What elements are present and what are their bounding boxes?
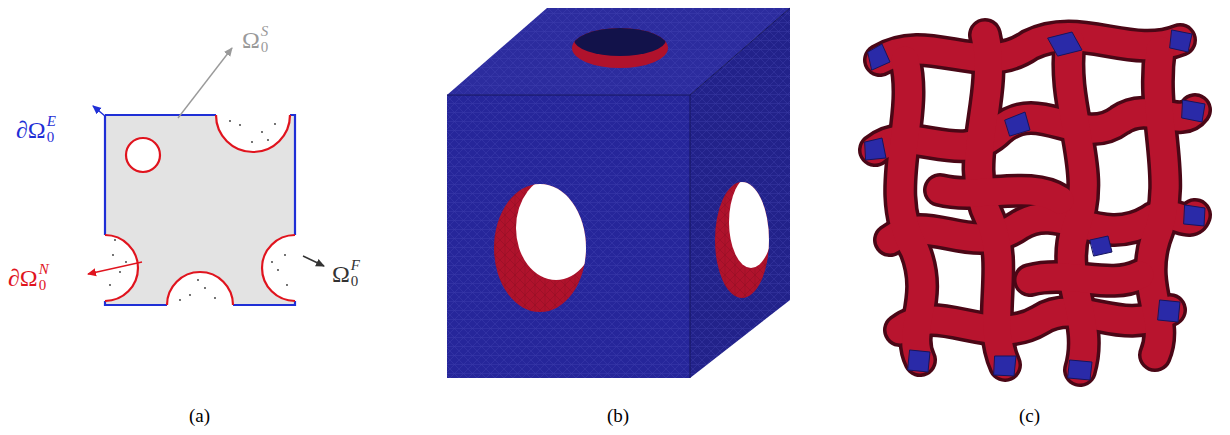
superscript: N — [39, 262, 49, 278]
panel-caption: (b) — [607, 405, 629, 427]
superscript: S — [261, 24, 269, 40]
panel-caption: (a) — [189, 405, 210, 427]
superscript: F — [351, 258, 360, 274]
symbol-base: Ω — [332, 262, 350, 286]
internal-boundary-label: ∂ΩN0 — [8, 262, 49, 294]
subscript: 0 — [47, 130, 56, 146]
index-stack: F0 — [351, 258, 360, 290]
symbol-base: ∂Ω — [8, 266, 38, 290]
cube-mesh — [447, 8, 790, 378]
symbol-base: ∂Ω — [16, 118, 46, 142]
subscript: 0 — [351, 274, 360, 290]
index-stack: S0 — [261, 24, 269, 56]
subscript: 0 — [39, 278, 49, 294]
index-stack: N0 — [39, 262, 49, 294]
external-boundary-label: ∂ΩE0 — [16, 114, 56, 146]
schematic-domain — [105, 115, 295, 305]
subscript: 0 — [261, 40, 269, 56]
fluid-domain-label: ΩF0 — [332, 258, 360, 290]
solid-domain-label: ΩS0 — [242, 24, 268, 56]
porous-structure — [865, 30, 1205, 380]
index-stack: E0 — [47, 114, 56, 146]
symbol-base: Ω — [242, 28, 260, 52]
superscript: E — [47, 114, 56, 130]
panel-caption: (c) — [1019, 405, 1040, 427]
leader-arrows — [88, 48, 324, 274]
